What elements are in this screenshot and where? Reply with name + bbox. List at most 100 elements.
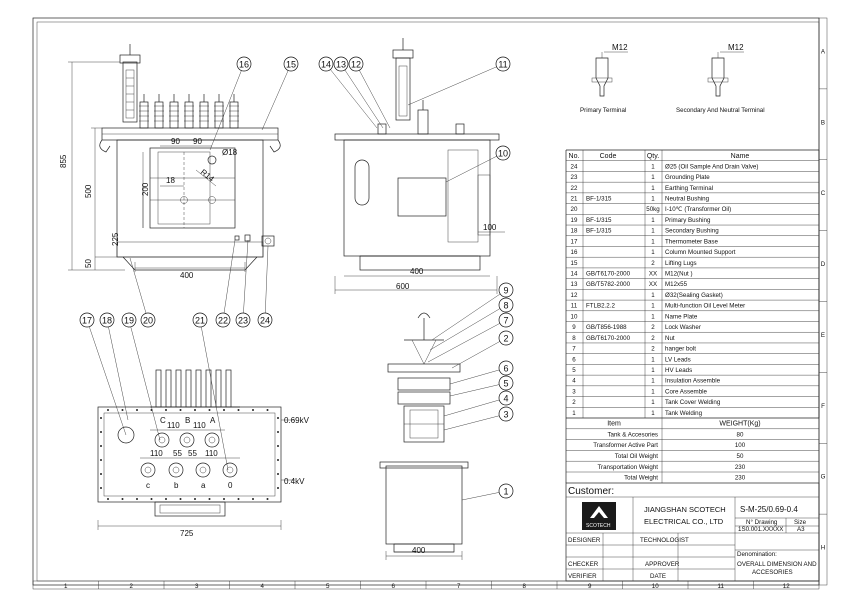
bom-cell: 1 xyxy=(651,292,655,299)
bom-cell: Insulation Assemble xyxy=(665,378,721,385)
bom-cell: XX xyxy=(649,271,657,278)
weight-item: Transportation Weight xyxy=(597,464,658,471)
balloon-label: 18 xyxy=(102,316,112,326)
balloon-10: 10 xyxy=(445,145,511,183)
bom-cell: 8 xyxy=(572,335,576,342)
bom-cell: 5 xyxy=(572,367,576,374)
lv-label-c: c xyxy=(146,481,150,490)
front-bushing xyxy=(139,94,149,129)
weight-value: 100 xyxy=(735,442,746,449)
customer-label: Customer: xyxy=(568,486,614,497)
frame-row-H: H xyxy=(821,545,825,552)
size-label: Size xyxy=(794,519,807,526)
tank-body-front xyxy=(116,139,264,258)
bom-cell: 23 xyxy=(571,174,578,181)
balloon-1: 1 xyxy=(461,483,514,501)
lifting-lug-left xyxy=(99,139,111,153)
bom-cell: 1 xyxy=(651,249,655,256)
approver-label: APPROVER xyxy=(645,561,680,568)
balloon-label: 6 xyxy=(503,364,508,374)
frame-col-7: 7 xyxy=(457,583,461,590)
front-bushing xyxy=(229,94,239,129)
frame-col-3: 3 xyxy=(195,583,199,590)
frame-col-2: 2 xyxy=(130,583,134,590)
bom-cell: 1 xyxy=(651,195,655,202)
bom-cell: 1 xyxy=(651,217,655,224)
weight-item: Total Oil Weight xyxy=(615,453,658,460)
bom-cell: 3 xyxy=(572,388,576,395)
front-bushing xyxy=(184,94,194,129)
tank-base-side xyxy=(359,255,481,271)
drain-valve xyxy=(261,235,275,247)
bom-cell: 1 xyxy=(651,378,655,385)
terminal-details: M12 Primary Terminal M12 Secondary And N… xyxy=(580,43,765,114)
logo-text: SCOTECH xyxy=(586,523,611,529)
bom-cell: 1 xyxy=(572,410,576,417)
bom-cell: 24 xyxy=(571,163,578,170)
bom-cell: Name Plate xyxy=(665,313,698,320)
side-view: 400 600 100 xyxy=(334,38,505,294)
lv-label-0: 0 xyxy=(228,481,233,490)
label-04kv: 0.4kV xyxy=(284,477,305,486)
balloon-7: 7 xyxy=(427,312,514,363)
bom-cell: M12(Nut ) xyxy=(665,271,693,278)
oil-level-window xyxy=(354,159,370,206)
dim-110-b: 110 xyxy=(193,421,206,430)
dim-855: 855 xyxy=(59,154,68,168)
balloon-18: 18 xyxy=(99,312,129,421)
bom-cell: HV Leads xyxy=(665,367,692,374)
balloon-label: 3 xyxy=(503,410,508,420)
lv-label-a: a xyxy=(201,481,206,490)
dim-55-a: 55 xyxy=(173,449,182,458)
balloon-20: 20 xyxy=(129,257,156,328)
drawing-no: 1S0.001.XXXXX xyxy=(738,526,783,533)
front-view: 855 500 225 50 400 90 90 18 200 R14 Ø18 xyxy=(59,44,281,280)
front-bushing xyxy=(199,94,209,129)
balloon-24: 24 xyxy=(257,245,273,328)
balloon-label: 14 xyxy=(321,60,331,70)
cooling-fins xyxy=(150,369,240,408)
verifier-label: VERIFIER xyxy=(568,573,597,580)
tank-base-front xyxy=(122,256,258,271)
bom-cell: Thermometer Base xyxy=(665,238,719,245)
bom-cell: BF-1/315 xyxy=(586,228,612,235)
bom-cell: 10 xyxy=(571,313,578,320)
bom-cell: Neutral Bushing xyxy=(665,195,710,202)
weight-row: Transformer Active Part 100 xyxy=(593,442,745,449)
bom-cell: Tank Welding xyxy=(665,410,703,417)
bom-cell: hanger bolt xyxy=(665,346,696,353)
lifting-lug-right xyxy=(269,139,281,153)
dim-400-side: 400 xyxy=(410,267,424,276)
tank-welding xyxy=(385,465,463,545)
frame-col-5: 5 xyxy=(326,583,330,590)
weight-item: Transformer Active Part xyxy=(593,442,658,449)
balloon-22: 22 xyxy=(215,239,236,328)
balloon-16: 16 xyxy=(209,56,252,151)
bom-cell: 2 xyxy=(651,346,655,353)
balloon-label: 7 xyxy=(503,316,508,326)
balloon-8: 8 xyxy=(429,297,514,351)
bom-cell: 1 xyxy=(651,174,655,181)
checker-label: CHECKER xyxy=(568,561,599,568)
frame-row-B: B xyxy=(821,119,825,126)
frame-col-6: 6 xyxy=(392,583,396,590)
bom-cell: 18 xyxy=(571,228,578,235)
dim-500: 500 xyxy=(84,184,93,198)
dim-55-b: 55 xyxy=(188,449,197,458)
bom-cell: 1 xyxy=(651,356,655,363)
dim-50: 50 xyxy=(84,259,93,268)
balloon-label: 10 xyxy=(498,149,508,159)
denomination-line1: OVERALL DIMENSION AND xyxy=(737,561,817,568)
thermometer-base xyxy=(117,426,135,444)
